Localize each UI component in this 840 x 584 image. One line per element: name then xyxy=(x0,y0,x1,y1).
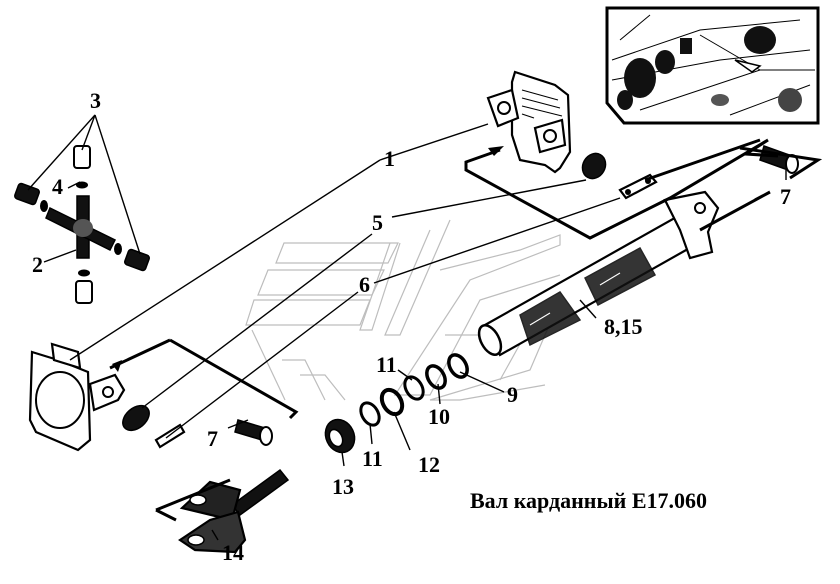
part-cross-assembly xyxy=(14,145,150,304)
callouts: 1 2 3 4 5 6 7 7 8,15 9 10 11 11 12 13 14 xyxy=(32,88,791,565)
part-flange-yoke-lower xyxy=(28,342,126,452)
diagram-title: Вал карданный Е17.060 xyxy=(470,488,708,513)
watermark-pattern xyxy=(245,219,562,401)
part-flange-yoke-upper xyxy=(486,70,572,174)
callout-9: 9 xyxy=(507,382,518,407)
part-cover-plate-upper xyxy=(581,152,607,180)
part-cover-plate-lower xyxy=(122,404,150,432)
part-bolt-lower xyxy=(234,419,273,446)
callout-4: 4 xyxy=(52,174,63,199)
callout-2: 2 xyxy=(32,252,43,277)
callout-8-15: 8,15 xyxy=(604,314,643,339)
callout-10: 10 xyxy=(428,404,450,429)
callout-12: 12 xyxy=(418,452,440,477)
callout-7-upper: 7 xyxy=(780,184,791,209)
callout-14: 14 xyxy=(222,540,244,565)
callout-3: 3 xyxy=(90,88,101,113)
callout-11-upper: 11 xyxy=(376,352,397,377)
callout-5: 5 xyxy=(372,210,383,235)
location-inset xyxy=(605,6,820,125)
callout-13: 13 xyxy=(332,474,354,499)
part-nut xyxy=(324,418,356,454)
callout-7-lower: 7 xyxy=(207,426,218,451)
assembly-paths xyxy=(109,138,823,522)
callout-1: 1 xyxy=(384,146,395,171)
part-rings xyxy=(359,353,469,427)
part-bolt-upper xyxy=(759,145,799,174)
part-splined-shaft xyxy=(477,190,720,357)
leader-lines xyxy=(27,114,787,541)
callout-6: 6 xyxy=(359,272,370,297)
callout-11-lower: 11 xyxy=(362,446,383,471)
